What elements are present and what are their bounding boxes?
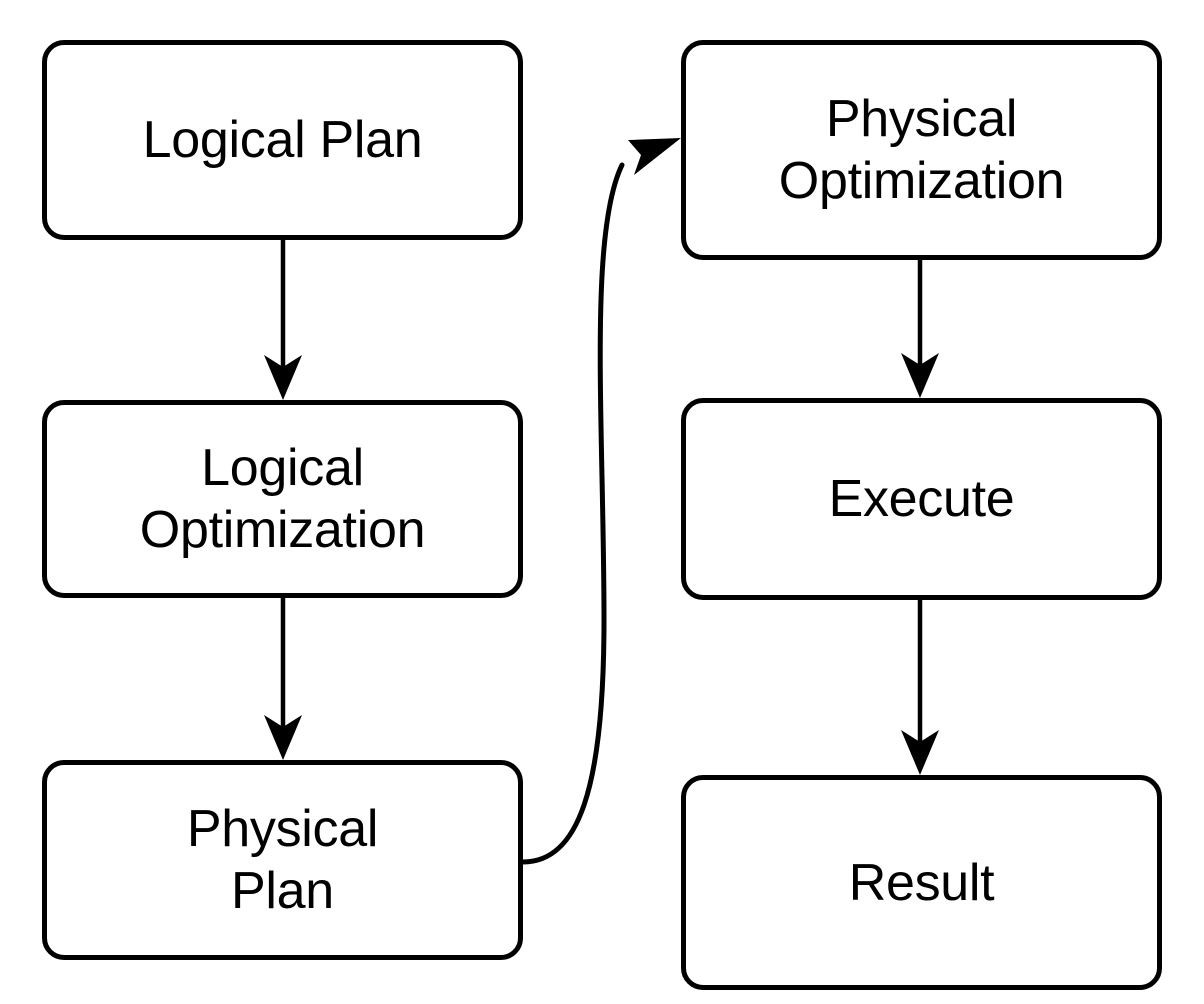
node-logical-plan-label: Logical Plan [142,111,423,169]
node-result[interactable]: Result [681,775,1162,990]
node-physical-plan-label: Physical Plan [186,800,379,920]
node-physical-optimization-label: Physical Optimization [778,90,1065,210]
node-logical-optimization[interactable]: Logical Optimization [42,400,523,598]
node-logical-plan[interactable]: Logical Plan [42,40,523,240]
edge-logical-optimization-to-physical-plan [264,598,302,760]
node-logical-optimization-label: Logical Optimization [139,439,426,559]
edge-logical-plan-to-logical-optimization [264,240,302,400]
node-physical-plan[interactable]: Physical Plan [42,760,523,960]
edge-physical-plan-to-physical-optimization [520,138,681,865]
edge-execute-to-result [901,600,939,775]
node-execute-label: Execute [828,470,1015,528]
node-result-label: Result [848,853,995,912]
node-physical-optimization[interactable]: Physical Optimization [681,40,1162,260]
node-execute[interactable]: Execute [681,398,1162,600]
edge-physical-optimization-to-execute [901,260,939,398]
